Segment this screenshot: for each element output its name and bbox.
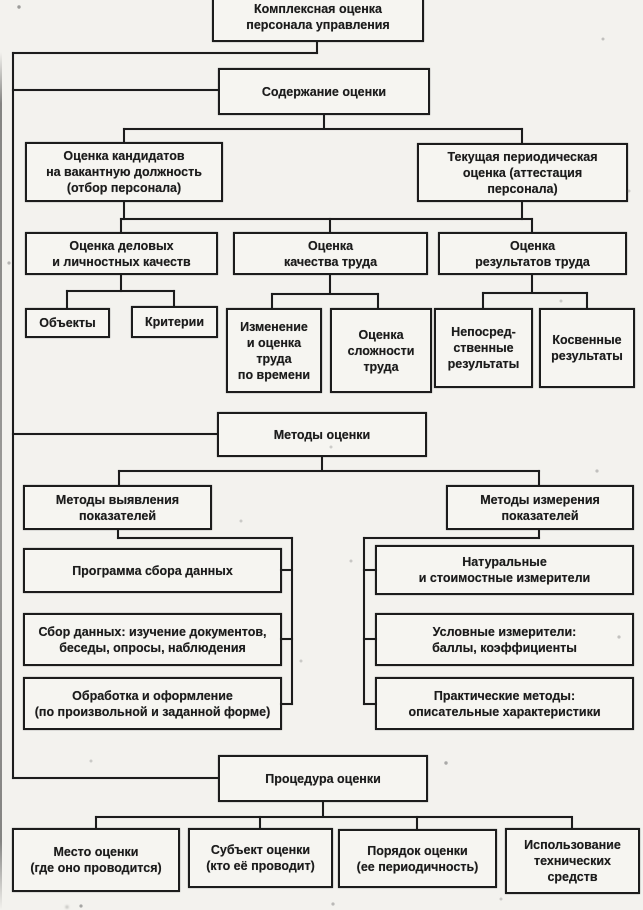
- connector: [377, 293, 379, 308]
- connector: [123, 128, 523, 130]
- connector: [586, 292, 588, 308]
- connector: [95, 816, 97, 828]
- connector: [117, 530, 119, 539]
- node-assessment-subject: Субъект оценки (кто её проводит): [188, 828, 333, 888]
- connector: [66, 290, 68, 308]
- scan-noise-speckles: [0, 0, 2, 2]
- connector: [118, 470, 540, 472]
- node-natural-measures: Натуральные и стоимостные измерители: [375, 545, 634, 595]
- connector: [416, 816, 418, 830]
- node-processing: Обработка и оформление (по произвольной …: [23, 677, 282, 730]
- node-complex-assessment: Комплексная оценка персонала управления: [212, 0, 424, 42]
- connector: [321, 457, 323, 470]
- connector: [280, 703, 293, 705]
- connector: [259, 816, 261, 828]
- connector: [123, 128, 125, 142]
- node-assessment-methods: Методы оценки: [217, 412, 427, 457]
- node-labor-complexity: Оценка сложности труда: [330, 308, 432, 393]
- connector: [117, 537, 293, 539]
- node-practical-methods: Практические методы: описательные характ…: [375, 677, 634, 730]
- connector: [66, 290, 175, 292]
- connector: [363, 537, 365, 705]
- node-assessment-content: Содержание оценки: [218, 68, 430, 115]
- connector: [482, 292, 588, 294]
- connector: [531, 218, 533, 232]
- node-indirect-results: Косвенные результаты: [539, 308, 635, 388]
- node-conditional-measures: Условные измерители: баллы, коэффициенты: [375, 613, 634, 666]
- connector: [271, 293, 273, 308]
- node-data-collection: Сбор данных: изучение документов, беседы…: [23, 613, 282, 666]
- connector: [363, 537, 540, 539]
- connector: [521, 128, 523, 143]
- connector: [291, 537, 293, 705]
- node-time-evaluation: Изменение и оценка труда по времени: [226, 308, 322, 393]
- connector: [531, 275, 533, 293]
- node-technical-means: Использование технических средств: [505, 828, 640, 894]
- connector: [322, 802, 324, 817]
- connector: [363, 703, 377, 705]
- connector: [329, 275, 331, 294]
- scan-edge-artifact: [0, 52, 2, 910]
- node-assessment-order: Порядок оценки (ее периодичность): [338, 829, 497, 888]
- connector: [363, 569, 377, 571]
- node-identification-methods: Методы выявления показателей: [23, 485, 212, 530]
- node-measurement-methods: Методы измерения показателей: [446, 485, 634, 530]
- connector: [12, 89, 218, 91]
- node-data-collection-program: Программа сбора данных: [23, 548, 282, 593]
- connector: [538, 530, 540, 539]
- connector: [95, 816, 572, 818]
- connector: [123, 202, 125, 220]
- connector: [12, 777, 218, 779]
- connector: [323, 115, 325, 128]
- node-candidates-assessment: Оценка кандидатов на вакантную должность…: [25, 142, 223, 202]
- connector: [120, 275, 122, 292]
- connector: [363, 638, 377, 640]
- connector: [571, 816, 573, 828]
- node-direct-results: Непосред- ственные результаты: [434, 308, 533, 388]
- node-business-personal-qualities: Оценка деловых и личностных качеств: [25, 232, 218, 275]
- connector: [271, 293, 379, 295]
- node-criteria: Критерии: [131, 306, 218, 338]
- connector: [316, 42, 318, 54]
- connector: [120, 218, 122, 232]
- connector: [482, 292, 484, 308]
- connector: [118, 470, 120, 485]
- connector: [173, 290, 175, 306]
- connector: [280, 638, 293, 640]
- node-periodic-assessment: Текущая периодическая оценка (аттестация…: [417, 143, 628, 202]
- connector: [521, 202, 523, 220]
- connector: [280, 569, 293, 571]
- node-labor-results: Оценка результатов труда: [438, 232, 627, 275]
- node-labor-quality: Оценка качества труда: [233, 232, 428, 275]
- connector: [12, 52, 14, 779]
- node-objects: Объекты: [25, 308, 110, 338]
- node-assessment-procedure: Процедура оценки: [218, 755, 428, 802]
- connector: [120, 218, 533, 220]
- node-assessment-place: Место оценки (где оно проводится): [12, 828, 180, 892]
- connector: [12, 433, 217, 435]
- connector: [12, 52, 318, 54]
- connector: [538, 470, 540, 485]
- connector: [329, 218, 331, 232]
